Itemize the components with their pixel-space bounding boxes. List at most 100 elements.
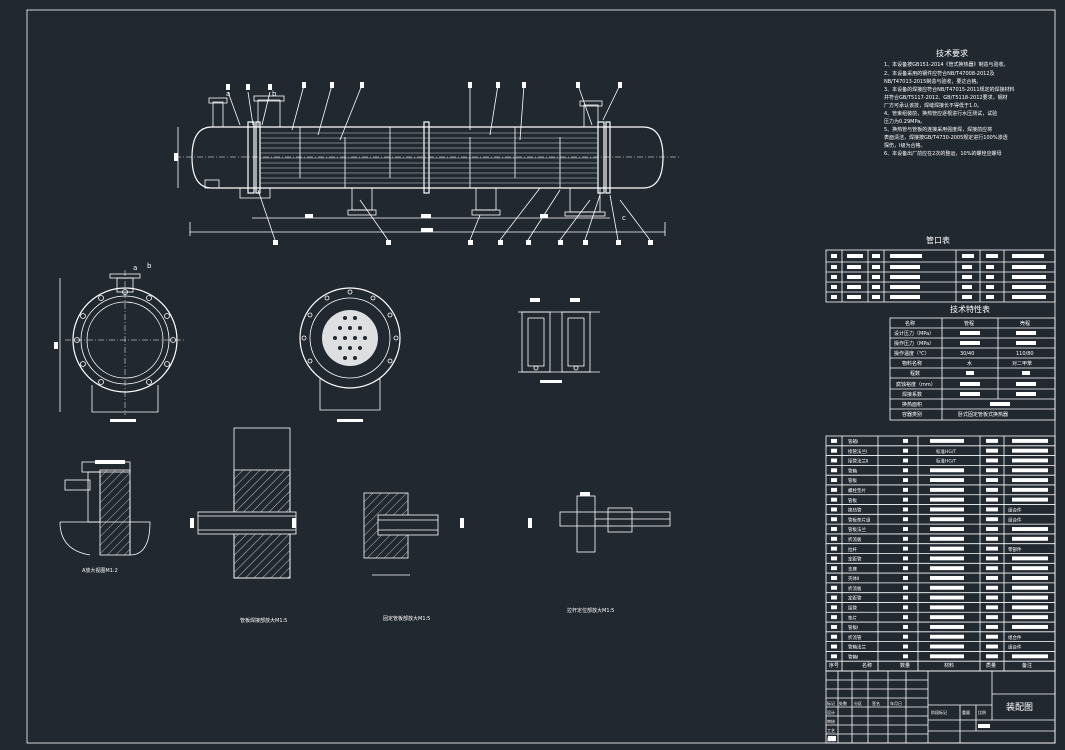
part-number-mark — [831, 585, 837, 590]
tech-req-line: 表面清洁，焊接按GB/T4730-2005规定进行100%渗透 — [884, 134, 1008, 141]
part-material-mark — [930, 556, 964, 561]
part-qty-mark — [903, 615, 908, 620]
tech-char-row-name: 物料名称 — [902, 360, 922, 367]
part-material-mark — [930, 478, 964, 483]
tech-char-header: 壳程 — [1020, 320, 1030, 327]
part-name: 螺栓垫片 — [848, 487, 866, 494]
tech-req-line: 1、本设备按GB151-2014《管式换热器》制造与验收。 — [884, 61, 1009, 68]
tech-req-line: 3、本设备的焊接应符合NB/T47015-2011规定的焊接材料 — [884, 86, 1015, 93]
part-name: 折流管 — [848, 634, 862, 641]
part-number-mark — [831, 546, 837, 551]
part-mass-mark — [986, 527, 998, 531]
part-material-mark — [930, 517, 964, 522]
detail-view-4: 拉杆定位部放大M1:5 — [528, 492, 671, 614]
tech-req-line: NB/T47013-2015制造与验收，要达合格。 — [884, 78, 981, 85]
part-remark-mark — [1012, 556, 1048, 561]
part-mass-mark — [986, 478, 998, 483]
tech-char-row-value: 30/40 — [960, 351, 974, 357]
parts-footer-mass: 质量 — [986, 662, 996, 669]
part-mass-mark — [986, 438, 998, 443]
tb-label: 比例 — [978, 709, 986, 715]
drawing-name: 装配图 — [1006, 701, 1033, 713]
tb-label: 设计 — [827, 709, 835, 715]
part-qty-mark — [903, 634, 908, 639]
part-qty-mark — [903, 624, 908, 629]
part-name: 接管 — [848, 605, 857, 612]
part-remark-mark — [1012, 478, 1048, 483]
part-mass-mark — [986, 634, 998, 639]
label-b-main: b — [272, 90, 277, 98]
tech-char-row-name: 腐蚀裕度（mm） — [896, 381, 936, 388]
part-name: 支座 — [848, 565, 857, 572]
tech-char-row-value: 110/80 — [1016, 351, 1034, 357]
part-mass-mark — [986, 576, 998, 580]
technical-requirements: 技术要求 1、本设备按GB151-2014《管式换热器》制造与验收。 2、本设备… — [884, 48, 1015, 157]
part-qty-mark — [903, 654, 908, 659]
part-remark-mark — [1012, 497, 1048, 502]
part-qty-mark — [903, 536, 908, 541]
detail-1-caption: A放大视图M1:2 — [82, 567, 118, 574]
part-number-mark — [831, 478, 837, 483]
part-mass-mark — [986, 654, 998, 659]
part-qty-mark — [903, 438, 908, 443]
part-mass-mark — [986, 468, 998, 473]
part-material-mark — [930, 605, 964, 610]
part-remark: 组合件 — [1008, 516, 1022, 523]
tech-char-title: 技术特性表 — [950, 304, 990, 314]
part-name: 管板Ⅰ — [848, 624, 858, 631]
part-number-mark — [831, 468, 837, 473]
detail-view-1: A放大视图M1:2 — [59, 460, 151, 574]
part-number-mark — [831, 527, 837, 531]
tech-characteristics-table: 技术特性表 名称 管程 壳程 设计压力（MPa） 操作压力（MPa） 操作温度（… — [889, 304, 1056, 421]
part-mass-mark — [986, 507, 998, 512]
part-name: 壳体Ⅱ — [848, 575, 859, 582]
part-material-mark — [930, 576, 964, 580]
nozzle-table: 管口表 — [825, 235, 1056, 303]
tech-char-row-name: 焊接系数 — [902, 391, 922, 398]
end-view-tubesheet — [299, 287, 401, 422]
part-remark-mark — [1012, 536, 1048, 541]
title-block: 装配图 标记 处数 分区 签名 年月日 阶段标记 重量 比例 设计 审核 工艺 … — [825, 670, 1056, 744]
saddle-view — [518, 298, 600, 383]
part-remark-mark — [1012, 487, 1048, 492]
part-name: 管板法兰 — [848, 526, 866, 533]
part-name: 管箱法兰 — [848, 644, 866, 651]
parts-footer-no: 序号 — [829, 662, 839, 669]
part-qty-mark — [903, 458, 908, 463]
part-remark-mark — [1012, 468, 1048, 473]
tb-label: 工艺 — [827, 728, 835, 733]
tech-char-row-name: 设计压力（MPa） — [894, 330, 934, 337]
part-number-mark — [831, 624, 837, 629]
part-mass-mark — [986, 458, 998, 463]
part-material-mark — [930, 527, 964, 531]
tech-char-row-name: 容器类别 — [902, 411, 922, 418]
part-qty-mark — [903, 507, 908, 512]
parts-footer-material: 材料 — [944, 662, 954, 669]
part-mass-mark — [986, 546, 998, 551]
detail-view-2: 管板焊接部放大M1:5 — [190, 427, 297, 624]
part-mass-mark — [986, 595, 998, 600]
tb-label: 阶段标记 — [931, 709, 947, 715]
tb-label: 分区 — [854, 700, 862, 706]
part-qty-mark — [903, 497, 908, 502]
part-remark-mark — [1012, 566, 1048, 571]
tech-char-row-name: 操作压力（MPa） — [894, 340, 934, 347]
part-qty-mark — [903, 478, 908, 483]
label-b-end: b — [147, 262, 152, 270]
tech-char-row-name: 换热面积 — [902, 401, 922, 408]
tech-char-row-name: 操作温度（℃） — [894, 350, 930, 357]
part-material-mark — [930, 566, 964, 571]
part-name: 拉杆 — [848, 546, 857, 553]
tech-char-header: 名称 — [905, 320, 915, 327]
part-material-mark — [930, 585, 964, 590]
part-mass-mark — [986, 624, 998, 629]
part-material-mark — [930, 536, 964, 541]
label-a-end: a — [133, 264, 137, 272]
tech-req-line: 5、换热管与管板的连接采用强度焊，焊接前应将 — [884, 126, 992, 133]
part-number-mark — [831, 605, 837, 610]
part-qty-mark — [903, 605, 908, 610]
part-number-mark — [831, 507, 837, 512]
part-number-mark — [831, 517, 837, 522]
part-material-mark — [930, 507, 964, 512]
part-remark-mark — [1012, 615, 1048, 620]
